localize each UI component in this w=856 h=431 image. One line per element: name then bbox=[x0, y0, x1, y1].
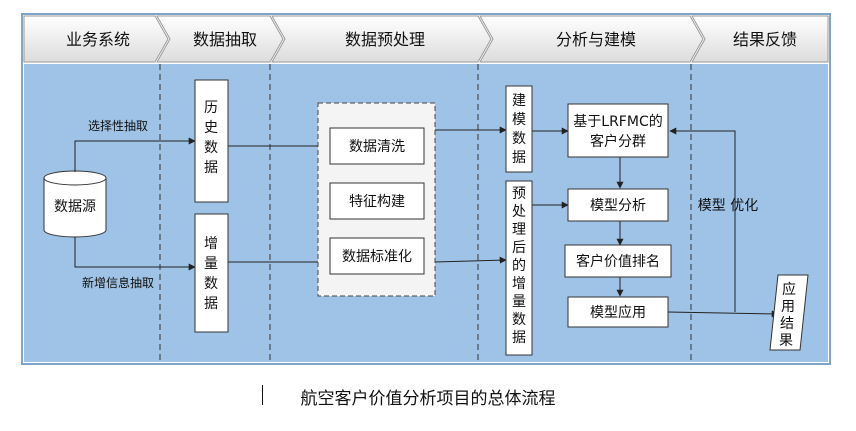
segmentation-label-1: 基于LRFMC的 bbox=[573, 113, 662, 130]
cleaning-box bbox=[329, 127, 425, 165]
processed-char: 据 bbox=[512, 330, 526, 346]
result-char: 应 bbox=[782, 281, 796, 298]
connectors bbox=[74, 126, 779, 318]
model-application-box bbox=[567, 296, 669, 328]
datasource-label: 数据源 bbox=[54, 199, 96, 215]
stage-chevron-extraction bbox=[156, 15, 284, 63]
incremental-char: 据 bbox=[204, 296, 218, 312]
cleaning-label: 数据清洗 bbox=[349, 139, 405, 155]
processed-char: 后 bbox=[512, 240, 526, 256]
stage-label-preprocess: 数据预处理 bbox=[345, 30, 425, 49]
stage-chevron-business bbox=[23, 15, 169, 63]
model-data-char: 模 bbox=[512, 112, 526, 128]
workflow-diagram: 业务系统 数据抽取 数据预处理 分析与建模 结果反馈 数据源 选择性抽取 新增信… bbox=[21, 13, 831, 365]
value-ranking-box bbox=[564, 244, 672, 278]
stage-chevron-modeling bbox=[479, 15, 704, 63]
standardize-label: 数据标准化 bbox=[342, 249, 412, 265]
standardize-box bbox=[329, 237, 425, 275]
incremental-extraction-label: 新增信息抽取 bbox=[82, 275, 154, 290]
model-data-char: 数 bbox=[512, 131, 526, 147]
model-application-label: 模型应用 bbox=[590, 304, 646, 321]
stage-label-extraction: 数据抽取 bbox=[193, 30, 257, 49]
selective-extraction-label: 选择性抽取 bbox=[88, 119, 148, 133]
processed-char: 理 bbox=[512, 222, 526, 238]
result-char: 果 bbox=[779, 333, 793, 349]
incremental-char: 数 bbox=[204, 276, 218, 292]
incremental-char: 量 bbox=[204, 256, 218, 272]
segmentation-label-2: 客户分群 bbox=[590, 133, 646, 150]
model-data-char: 建 bbox=[512, 93, 526, 109]
diagram-caption: 航空客户价值分析项目的总体流程 bbox=[300, 389, 556, 409]
model-data-box bbox=[505, 85, 533, 173]
stage-label-modeling: 分析与建模 bbox=[556, 30, 636, 49]
feature-label: 特征构建 bbox=[349, 194, 405, 210]
model-analysis-box bbox=[567, 188, 669, 222]
history-char: 据 bbox=[204, 160, 218, 176]
stage-chevron-preprocess bbox=[271, 15, 492, 63]
incremental-data-box bbox=[194, 213, 229, 333]
processed-char: 预 bbox=[512, 186, 526, 202]
processed-char: 量 bbox=[512, 294, 526, 310]
history-char: 史 bbox=[204, 120, 218, 136]
feature-box bbox=[329, 182, 425, 220]
result-char: 用 bbox=[781, 299, 795, 315]
text-cursor bbox=[262, 385, 263, 405]
stage-chevron-feedback bbox=[691, 15, 829, 63]
datasource-cylinder bbox=[43, 170, 107, 238]
model-data-char: 据 bbox=[512, 150, 526, 166]
result-char: 结 bbox=[780, 316, 794, 332]
stage-label-business: 业务系统 bbox=[66, 30, 130, 49]
value-ranking-label: 客户价值排名 bbox=[576, 253, 660, 270]
model-optimization-label: 模型 优化 bbox=[698, 198, 758, 214]
history-data-box bbox=[194, 79, 229, 203]
stage-label-feedback: 结果反馈 bbox=[733, 30, 797, 49]
segmentation-box bbox=[567, 103, 669, 158]
history-char: 历 bbox=[204, 100, 218, 116]
result-box bbox=[769, 274, 809, 351]
processed-char: 处 bbox=[512, 204, 526, 220]
processed-char: 的 bbox=[512, 258, 526, 274]
processed-char: 数 bbox=[512, 312, 526, 328]
processed-char: 增 bbox=[512, 276, 526, 292]
history-char: 数 bbox=[204, 140, 218, 156]
processed-incremental-box bbox=[505, 180, 533, 356]
incremental-char: 增 bbox=[204, 236, 218, 252]
model-analysis-label: 模型分析 bbox=[590, 198, 646, 214]
stage-header bbox=[23, 15, 829, 63]
